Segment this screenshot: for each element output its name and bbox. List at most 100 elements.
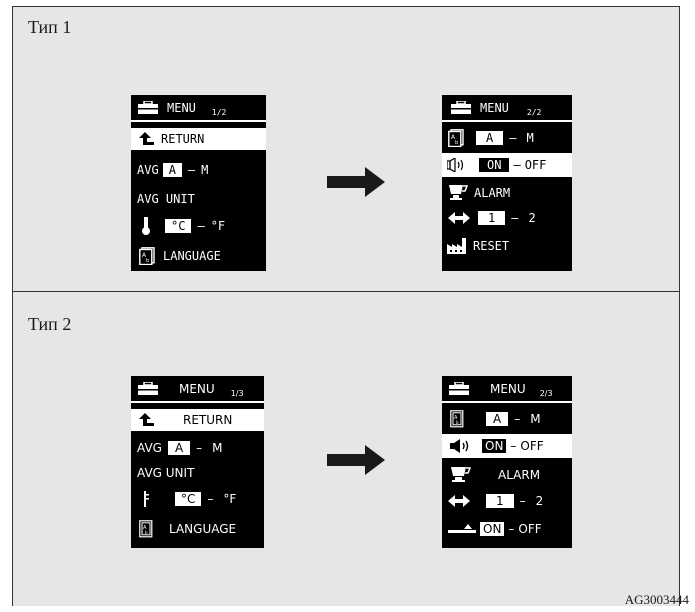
dash: – — [513, 158, 521, 172]
type1-screen-page1: MENU 1/2 RETURN AVG A – M AVG UNIT °C – … — [131, 95, 266, 271]
avg-unit-row[interactable]: AVG UNIT — [131, 189, 266, 209]
toolbox-icon — [448, 382, 470, 396]
menu-title: MENU — [490, 382, 526, 396]
toggle-on-option[interactable]: ON — [480, 522, 505, 536]
dash: – — [514, 412, 521, 426]
avg-setting-row[interactable]: AVG A – M — [131, 438, 264, 458]
avg-unit-row[interactable]: AVG UNIT — [131, 463, 264, 483]
svg-text:A: A — [451, 134, 456, 141]
avg-a-option[interactable]: A — [162, 163, 182, 177]
page-indicator: 2/3 — [539, 389, 553, 398]
lang-a-option[interactable]: A — [476, 131, 504, 145]
toolbox-icon — [137, 101, 159, 115]
speaker-icon — [447, 158, 467, 172]
dash: – — [187, 163, 196, 177]
page-indicator: 2/2 — [526, 108, 542, 117]
return-item[interactable]: RETURN — [131, 409, 264, 431]
sound-on-option[interactable]: ON — [479, 158, 510, 172]
dash: – — [511, 211, 519, 225]
dash: – — [510, 439, 517, 453]
toggle-off-option[interactable]: OFF — [518, 522, 542, 536]
dash: – — [196, 441, 203, 455]
fahrenheit-option[interactable]: °F — [210, 219, 226, 233]
temp-unit-row[interactable]: °C – °F — [131, 215, 266, 237]
dash: – — [197, 219, 205, 233]
svg-text:A: A — [454, 415, 458, 421]
menu-title: MENU — [167, 101, 196, 115]
alarm-row[interactable]: ALARM — [442, 183, 572, 203]
avg-a-option[interactable]: A — [167, 441, 191, 455]
avg-m-option[interactable]: M — [201, 163, 209, 177]
transition-arrow-icon — [327, 445, 385, 475]
return-arrow-icon — [139, 413, 155, 427]
figure-code: AG3003444 — [624, 592, 689, 607]
toolbox-icon — [137, 382, 159, 396]
svg-text:b: b — [146, 258, 149, 264]
sound-row[interactable]: ON – OFF — [442, 153, 572, 177]
sound-off-option[interactable]: OFF — [524, 158, 547, 172]
section-divider — [12, 291, 680, 292]
fahrenheit-option[interactable]: °F — [223, 492, 237, 506]
option-2[interactable]: 2 — [535, 494, 544, 508]
menu-title: MENU — [480, 101, 509, 115]
alarm-label: ALARM — [498, 468, 541, 482]
option-1[interactable]: 1 — [486, 494, 514, 508]
type2-screen-page1: MENU 1/3 RETURN AVG A – M AVG UNIT °C – … — [131, 376, 264, 548]
reset-row[interactable]: RESET — [442, 235, 572, 257]
return-arrow-icon — [139, 132, 155, 146]
alarm-row[interactable]: ALARM — [442, 465, 572, 485]
brightness-row[interactable]: 1 – 2 — [442, 208, 572, 228]
display-toggle-row[interactable]: ON – OFF — [442, 519, 572, 539]
celsius-option[interactable]: °C — [175, 492, 202, 506]
double-arrow-icon — [448, 212, 470, 224]
toolbox-icon — [450, 101, 472, 115]
thermometer-icon — [141, 217, 151, 235]
temp-unit-row[interactable]: °C – °F — [131, 488, 264, 510]
celsius-option[interactable]: °C — [165, 219, 192, 233]
avg-label: AVG — [137, 441, 162, 455]
return-item[interactable]: RETURN — [131, 128, 266, 150]
lang-m-option[interactable]: M — [530, 412, 541, 426]
slider-icon — [448, 523, 476, 535]
page-indicator: 1/2 — [211, 108, 227, 117]
avg-unit-label: AVG UNIT — [137, 192, 195, 206]
figure-frame — [12, 6, 680, 606]
option-1[interactable]: 1 — [478, 211, 506, 225]
type2-label: Тип 2 — [28, 314, 72, 334]
header-rule — [131, 401, 264, 403]
return-label: RETURN — [183, 413, 233, 427]
page-indicator: 1/3 — [230, 389, 244, 398]
option-2[interactable]: 2 — [528, 211, 536, 225]
sound-row[interactable]: ON – OFF — [442, 434, 572, 458]
header-rule — [442, 120, 572, 122]
dash: – — [508, 522, 515, 536]
brightness-row[interactable]: 1 – 2 — [442, 491, 572, 511]
sound-on-option[interactable]: ON — [482, 439, 507, 453]
avg-m-option[interactable]: M — [212, 441, 223, 455]
svg-text:A: A — [143, 525, 147, 531]
factory-icon — [447, 238, 467, 254]
menu-title: MENU — [179, 382, 215, 396]
lang-a-option[interactable]: A — [486, 412, 509, 426]
cup-icon — [450, 467, 472, 483]
language-label: LANGUAGE — [163, 249, 221, 263]
sound-off-option[interactable]: OFF — [520, 439, 544, 453]
lang-m-option[interactable]: M — [526, 131, 534, 145]
svg-text:b: b — [455, 140, 458, 146]
alarm-label: ALARM — [474, 186, 511, 200]
avg-setting-row[interactable]: AVG A – M — [131, 160, 266, 180]
return-label: RETURN — [161, 132, 205, 146]
svg-text:b: b — [456, 420, 459, 425]
dash: – — [509, 131, 517, 145]
